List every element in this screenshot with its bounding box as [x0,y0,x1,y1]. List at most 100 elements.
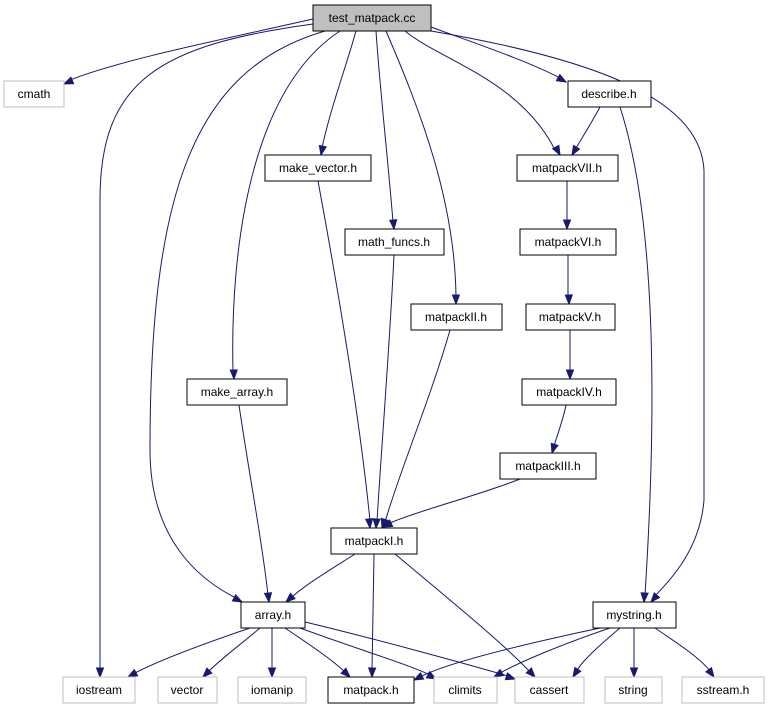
edge-line [202,627,261,678]
edge-mystring-to-matpack [412,627,601,681]
edge-line [238,404,270,603]
edge-make_array-to-array [238,404,273,604]
node-matpackii[interactable]: matpackII.h [410,303,503,331]
edge-test_matpack-to-array [149,30,326,603]
node-label: test_matpack.cc [329,11,416,25]
arrowhead [550,442,559,455]
arrowhead [381,519,394,528]
edge-test_matpack-to-make_vector [318,30,357,157]
node-label: matpackV.h [539,310,601,324]
edge-line [404,30,561,156]
node-label: sstream.h [697,683,750,697]
node-matpacki[interactable]: matpackI.h [330,527,418,555]
edge-line [619,106,653,603]
arrowhead [284,592,296,603]
edge-line [232,30,341,380]
edge-make_vector-to-matpackI [317,180,374,530]
node-label: iostream [76,683,122,697]
edge-mystring-to-climits [492,627,611,678]
arrowhead [367,667,377,679]
arrowhead [562,219,572,231]
node-matpackvii[interactable]: matpackVII.h [516,154,619,182]
node-label: string [618,683,647,697]
node-matpackv[interactable]: matpackV.h [525,303,616,331]
node-matpackiii[interactable]: matpackIII.h [499,452,597,480]
edge-line [304,621,516,680]
edge-array-to-climits [299,627,438,680]
arrowhead [571,144,581,157]
edge-line [375,30,395,230]
node-label: matpackIII.h [515,459,580,473]
edge-line [285,553,356,603]
node-cmath[interactable]: cmath [3,80,65,108]
node-label: matpackIV.h [536,385,602,399]
edge-line [299,627,437,680]
edge-mystring-to-cassert [572,627,621,679]
node-test-matpack[interactable]: test_matpack.cc [312,4,432,32]
node-math-funcs[interactable]: math_funcs.h [344,228,445,256]
edge-line [127,627,251,678]
edge-line [430,26,567,83]
node-label: array.h [255,608,291,622]
node-sstream[interactable]: sstream.h [681,676,765,704]
edges-layer [62,18,715,681]
node-vector[interactable]: vector [157,676,218,704]
arrowhead [340,667,352,678]
edge-test_matpack-to-describe [430,26,568,83]
node-label: vector [171,683,204,697]
edge-test_matpack-to-matpackVII [404,30,561,157]
edge-array-to-vector [202,627,261,678]
edge-array-to-iostream [126,627,251,678]
node-make-vector[interactable]: make_vector.h [264,154,372,182]
node-make-array[interactable]: make_array.h [186,378,288,406]
edge-line [63,18,314,85]
arrowhead [551,144,561,157]
node-label: matpackII.h [425,310,487,324]
arrowhead [95,667,105,679]
edge-line [320,30,357,156]
node-string[interactable]: string [604,676,663,704]
node-label: make_vector.h [279,161,357,175]
edge-matpackVII-to-matpackVI [562,181,572,231]
node-label: matpack.h [343,683,398,697]
edge-mystring-to-sstream [654,627,715,679]
node-array[interactable]: array.h [240,601,306,629]
node-label: climits [448,683,481,697]
arrowhead [372,518,381,530]
edge-line [382,478,521,528]
node-matpackvi[interactable]: matpackVI.h [519,228,617,256]
edge-describe-to-matpackVII [571,106,601,157]
edge-line [149,30,326,603]
arrowhead [318,144,328,157]
arrowhead [388,219,398,231]
arrowhead [364,518,374,530]
arrowhead [231,593,244,603]
arrowhead [640,592,649,604]
edge-line [413,627,601,681]
arrowhead [564,294,574,306]
node-iostream[interactable]: iostream [62,676,136,704]
node-cassert[interactable]: cassert [514,676,585,704]
edge-test_matpack-to-make_array [229,30,341,381]
edge-test_matpack-to-math_funcs [375,30,398,231]
arrowhead [229,369,238,381]
node-describe[interactable]: describe.h [567,80,652,108]
edge-matpackIV-to-matpackIII [550,404,567,455]
node-matpackiv[interactable]: matpackIV.h [521,378,617,406]
node-mystring[interactable]: mystring.h [592,601,677,629]
edge-test_matpack-to-iostream [95,23,314,679]
node-iomanip[interactable]: iomanip [237,676,307,704]
arrowhead [380,517,389,530]
node-climits[interactable]: climits [433,676,498,704]
nodes-layer: test_matpack.cc cmath describe.h make_ve… [3,4,765,704]
edge-mystring-to-string [629,628,639,679]
edge-array-to-cassert [304,621,517,681]
node-label: iomanip [251,683,293,697]
node-matpack[interactable]: matpack.h [327,676,415,704]
arrowhead [704,666,715,679]
arrowhead [504,672,517,681]
node-label: cassert [530,683,569,697]
edge-matpackVI-to-matpackV [564,255,574,306]
edge-line [654,627,715,678]
